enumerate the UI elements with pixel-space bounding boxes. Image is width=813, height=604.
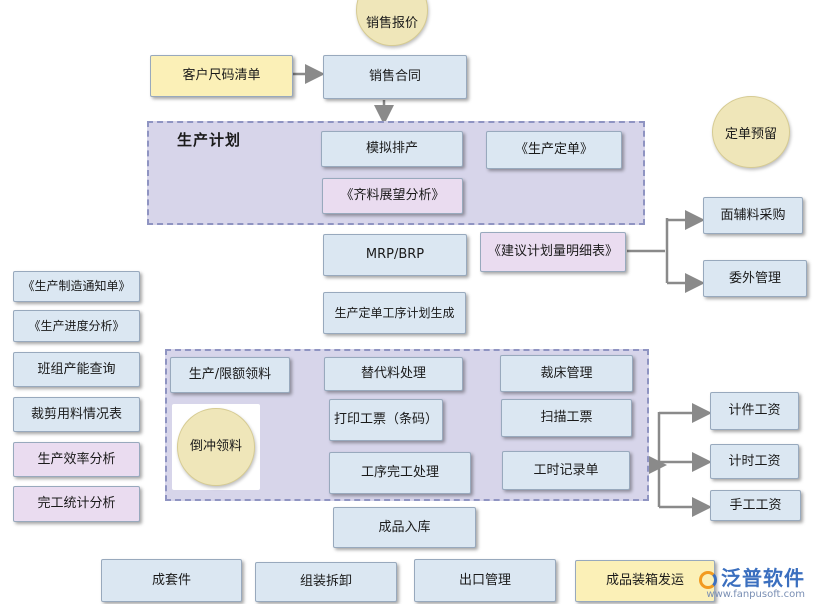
process-plan-generation-box[interactable]: 生产定单工序计划生成 — [323, 292, 466, 334]
report-progress-analysis[interactable]: 《生产进度分析》 — [13, 310, 140, 342]
backflush-box[interactable]: 倒冲领料 — [172, 404, 260, 490]
cutting-bed-box[interactable]: 裁床管理 — [500, 355, 633, 392]
report-manufacturing-notice[interactable]: 《生产制造通知单》 — [13, 271, 140, 302]
order-warning-label: 定单预留 — [724, 126, 777, 142]
outsourcing-box[interactable]: 委外管理 — [703, 260, 807, 297]
fanpusoft-logo: 泛普软件 www.fanpusoft.com — [699, 562, 805, 600]
simulated-scheduling-box[interactable]: 模拟排产 — [321, 131, 463, 167]
production-plan-title: 生产计划 — [177, 131, 242, 149]
sales-quote-label: 销售报价 — [365, 15, 418, 31]
mrp-brp-box[interactable]: MRP/BRP — [323, 234, 467, 276]
logo-url: www.fanpusoft.com — [706, 589, 805, 600]
kit-outlook-box[interactable]: 《齐料展望分析》 — [322, 178, 463, 214]
suggested-plan-box[interactable]: 《建议计划量明细表》 — [480, 232, 626, 272]
scan-ticket-box[interactable]: 扫描工票 — [501, 399, 632, 437]
export-box[interactable]: 出口管理 — [414, 559, 556, 602]
customer-size-list-box[interactable]: 客户尺码清单 — [150, 55, 293, 97]
report-team-capacity[interactable]: 班组产能查询 — [13, 352, 140, 387]
sales-contract-box[interactable]: 销售合同 — [323, 55, 467, 99]
quota-material-box[interactable]: 生产/限额领料 — [170, 357, 290, 393]
fanpusoft-logo-icon — [699, 570, 717, 589]
time-record-box[interactable]: 工时记录单 — [502, 451, 630, 490]
production-order-box[interactable]: 《生产定单》 — [486, 131, 622, 169]
report-cutting-material[interactable]: 裁剪用料情况表 — [13, 397, 140, 432]
packing-shipment-box[interactable]: 成品装箱发运 — [575, 560, 715, 602]
piece-wage-box[interactable]: 计件工资 — [710, 392, 799, 430]
print-ticket-box[interactable]: 打印工票（条码） — [329, 399, 443, 441]
backflush-circle: 倒冲领料 — [177, 408, 255, 486]
finished-warehouse-in-box[interactable]: 成品入库 — [333, 507, 476, 548]
substitute-material-box[interactable]: 替代料处理 — [324, 357, 463, 391]
logo-name: 泛普软件 — [721, 566, 805, 590]
auxiliary-purchase-box[interactable]: 面辅料采购 — [703, 197, 803, 234]
assembly-box[interactable]: 组装拆卸 — [255, 562, 397, 602]
sets-box[interactable]: 成套件 — [101, 559, 242, 602]
hourly-wage-box[interactable]: 计时工资 — [710, 444, 799, 479]
process-complete-box[interactable]: 工序完工处理 — [329, 452, 471, 494]
manual-wage-box[interactable]: 手工工资 — [710, 490, 801, 521]
report-completion-stats[interactable]: 完工统计分析 — [13, 486, 140, 522]
order-warning-circle: 定单预留 — [712, 96, 790, 168]
report-efficiency-analysis[interactable]: 生产效率分析 — [13, 442, 140, 477]
